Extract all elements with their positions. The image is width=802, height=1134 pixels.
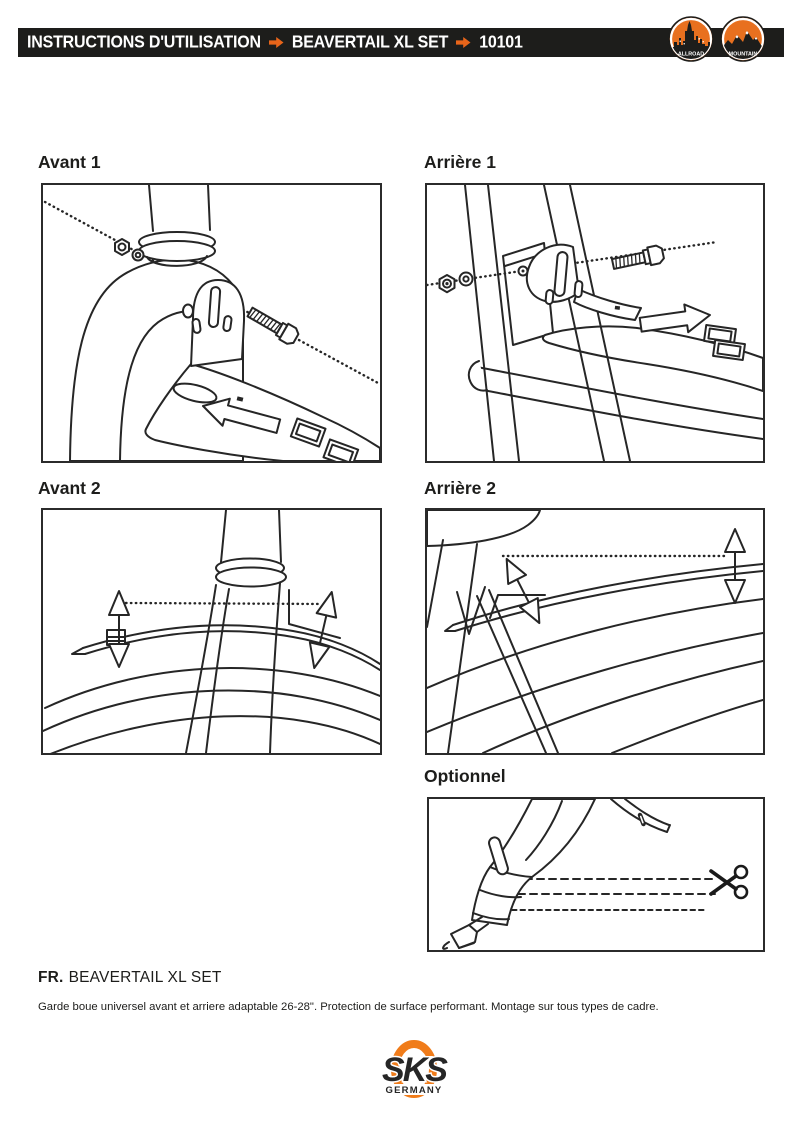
product-heading: FR.BEAVERTAIL XL SET xyxy=(38,969,222,987)
adjustment-arrow-up-down xyxy=(308,590,338,670)
header-bar: INSTRUCTIONS D'UTILISATION BEAVERTAIL XL… xyxy=(18,28,784,57)
header-title-part1: INSTRUCTIONS D'UTILISATION xyxy=(27,32,261,52)
adjustment-arrow-up-down xyxy=(724,528,746,604)
bolt-icon xyxy=(610,244,665,270)
gauge-line xyxy=(489,594,546,619)
right-arrow-icon xyxy=(268,37,284,48)
saddle xyxy=(427,510,541,547)
slide-direction-arrow xyxy=(638,303,711,334)
seat-tube xyxy=(427,539,444,628)
header-title-part3: 10101 xyxy=(479,32,523,52)
panel-optionnel xyxy=(427,797,765,952)
section-title-arriere-1: Arrière 1 xyxy=(424,152,496,172)
badge-label: MOUNTAIN xyxy=(729,52,758,58)
fender-blade xyxy=(541,325,763,392)
fender-band xyxy=(471,799,596,926)
panel-avant-1 xyxy=(41,183,382,463)
rear-stay-bracket-assembly-illustration xyxy=(427,185,763,461)
slide-direction-arrow xyxy=(202,397,282,434)
panel-arriere-2 xyxy=(425,508,765,755)
tire-arc xyxy=(427,598,763,689)
fender-end-cap xyxy=(450,924,478,949)
mountain-badge: MOUNTAIN xyxy=(720,16,766,62)
fender-cutting-illustration xyxy=(442,799,749,950)
section-title-optionnel: Optionnel xyxy=(424,766,506,786)
section-title-avant-2: Avant 2 xyxy=(38,478,101,498)
scissors-icon xyxy=(709,864,749,900)
rear-fender-adjustment-illustration xyxy=(427,510,763,753)
front-fork-bracket-assembly-illustration xyxy=(43,185,380,461)
sks-germany-logo: SKS GERMANY xyxy=(381,1040,452,1098)
adjustment-arrow-up-down xyxy=(108,590,130,668)
city-skyline-icon xyxy=(671,21,711,59)
section-title-avant-1: Avant 1 xyxy=(38,152,101,172)
panel-avant-2 xyxy=(41,508,382,755)
mountain-peaks-icon xyxy=(723,31,763,59)
logo-country-text: GERMANY xyxy=(386,1085,443,1096)
panel-arriere-1 xyxy=(425,183,765,463)
badge-label: ALLROAD xyxy=(678,52,704,58)
fender-arc xyxy=(452,563,763,626)
allroad-badge: ALLROAD xyxy=(668,16,714,62)
adjustment-arrow-up-down xyxy=(505,557,541,625)
product-title: BEAVERTAIL XL SET xyxy=(68,969,222,986)
language-label: FR. xyxy=(38,969,64,986)
fender-tail xyxy=(610,799,668,833)
front-fender-adjustment-illustration xyxy=(43,510,380,753)
bracket-strap xyxy=(573,288,642,321)
right-arrow-icon xyxy=(456,37,471,48)
bolt-icon xyxy=(246,306,300,345)
fender-arc xyxy=(82,624,380,665)
header-title-part2: BEAVERTAIL XL SET xyxy=(291,32,449,52)
seat-stay xyxy=(476,595,547,753)
cable-bump xyxy=(467,360,488,392)
seat-tube xyxy=(543,185,605,461)
seat-stay-tube xyxy=(464,185,495,461)
product-description: Garde boue universel avant et arriere ad… xyxy=(38,1001,659,1013)
section-title-arriere-2: Arrière 2 xyxy=(424,478,496,498)
reference-dotted-line xyxy=(124,601,323,606)
logo-brand-text: SKS xyxy=(382,1051,448,1089)
bolt-axis-dotted-line xyxy=(43,200,380,385)
